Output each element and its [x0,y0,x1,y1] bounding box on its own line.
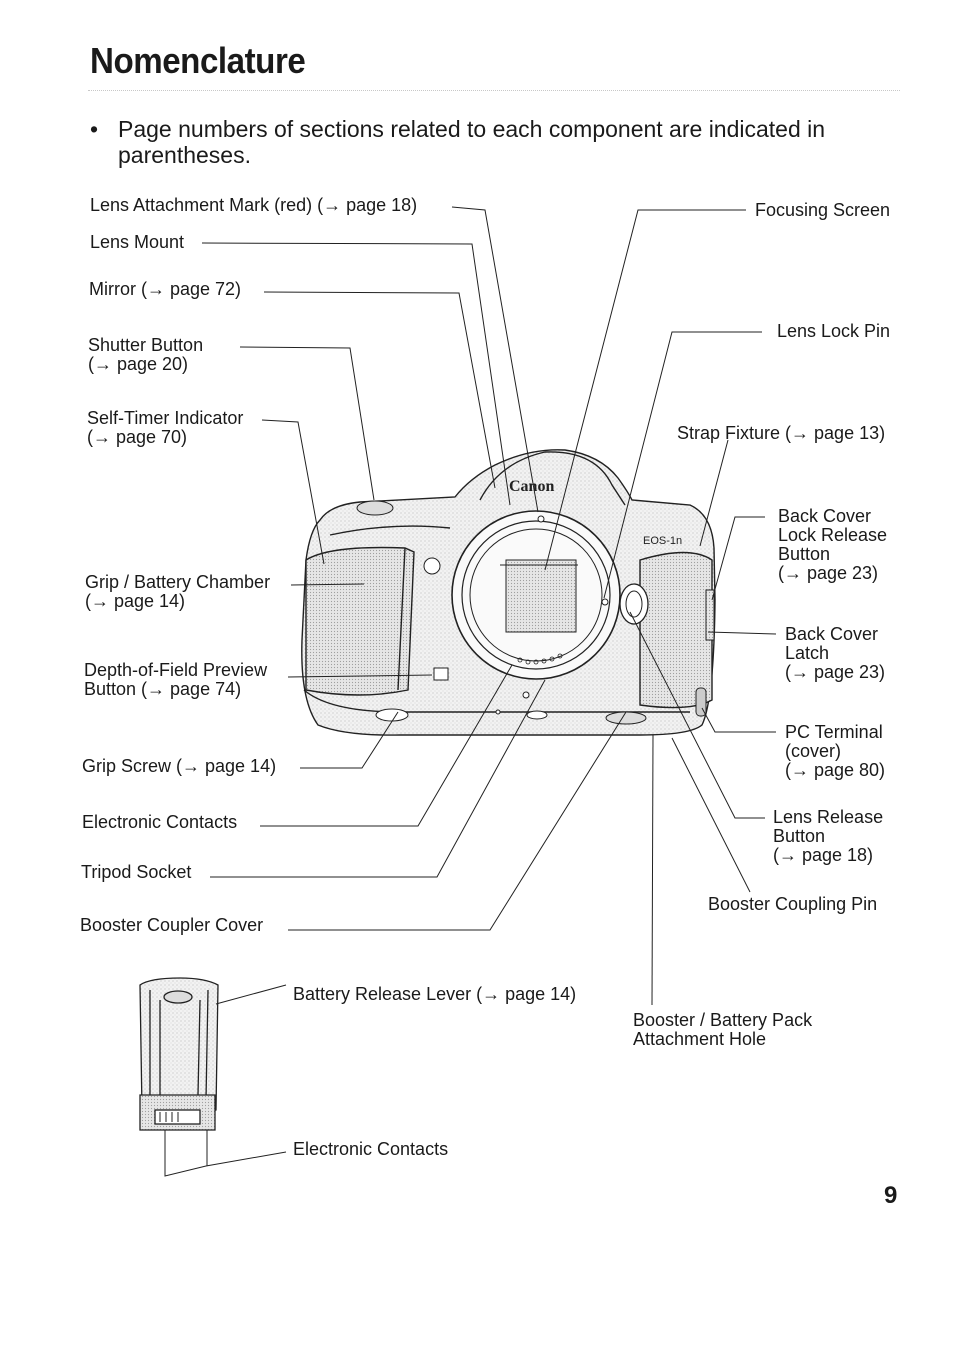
page-title: Nomenclature [90,40,306,81]
label-mirror: Mirror (→ page 72) [89,279,242,299]
lens-release-shape [619,583,649,625]
bullet-icon: • [90,116,99,142]
camera-model-mark: EOS-1n [643,535,682,547]
label-lens-release-button: Lens Release Button (→ page 18) [773,807,884,865]
camera-brand-logo: Canon [509,478,554,495]
lens-mount-shape [451,510,621,680]
label-pc-terminal: PC Terminal (cover) (→ page 80) [785,722,886,780]
label-back-cover-latch: Back Cover Latch (→ page 23) [785,624,886,682]
label-battery-release-lever: Battery Release Lever (→ page 14) [293,984,577,1004]
label-grip-battery-chamber: Grip / Battery Chamber (→ page 14) [85,572,271,611]
label-lens-mount: Lens Mount [90,232,185,252]
label-grip-screw: Grip Screw (→ page 14) [82,756,277,776]
battery-grip-illustration [139,977,219,1131]
label-electronic-contacts: Electronic Contacts [82,812,238,832]
page-number: 9 [884,1182,898,1209]
label-lens-lock-pin: Lens Lock Pin [777,321,891,341]
intro-text: Page numbers of sections related to each… [118,116,826,168]
leader-lines [164,206,777,1177]
label-lens-attachment-mark: Lens Attachment Mark (red) (→ page 18) [90,195,418,215]
title-rule [88,90,900,91]
label-focusing-screen: Focusing Screen [755,200,891,220]
label-booster-coupler-cover: Booster Coupler Cover [80,915,264,935]
label-strap-fixture: Strap Fixture (→ page 13) [677,423,886,443]
label-shutter-button: Shutter Button (→ page 20) [88,335,204,374]
intro-note: • Page numbers of sections related to ea… [90,116,902,168]
label-dof-preview-button: Depth-of-Field Preview Button (→ page 74… [84,660,268,699]
label-grip-electronic-contacts: Electronic Contacts [293,1139,449,1159]
label-self-timer-indicator: Self-Timer Indicator (→ page 70) [87,408,244,447]
dof-button-shape [433,667,449,681]
shutter-button-shape [356,500,394,516]
label-tripod-socket: Tripod Socket [81,862,192,882]
label-back-cover-lock-release: Back Cover Lock Release Button (→ page 2… [778,506,888,583]
label-booster-pack-hole: Booster / Battery Pack Attachment Hole [633,1010,813,1049]
label-booster-coupling-pin: Booster Coupling Pin [708,894,878,914]
self-timer-lamp [423,557,441,575]
